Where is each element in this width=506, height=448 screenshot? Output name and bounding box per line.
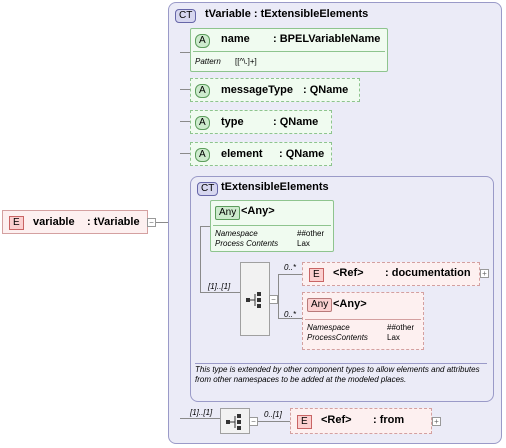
connector — [180, 418, 220, 419]
complex-type-badge: CT — [197, 182, 219, 196]
type-note: This type is extended by other component… — [195, 365, 480, 384]
attribute-name-type: : BPELVariableName — [273, 33, 381, 45]
collapse-icon[interactable]: − — [147, 218, 156, 227]
attribute-type-label: type — [221, 116, 244, 128]
sequence-compositor[interactable] — [220, 408, 250, 434]
attribute-badge: A — [195, 116, 210, 130]
sequence-cardinality: [1]..[1] — [190, 408, 213, 417]
divider — [213, 225, 331, 226]
connector — [258, 421, 290, 422]
element-documentation[interactable]: E <Ref> : documentation — [302, 262, 480, 286]
any-cardinality: 0..* — [284, 310, 297, 319]
root-element-box[interactable]: E variable : tVariable — [2, 210, 148, 234]
element-badge: E — [9, 216, 24, 230]
attribute-element-type: : QName — [279, 148, 325, 160]
connector — [278, 274, 302, 275]
element-badge: E — [297, 415, 312, 429]
complex-type-title: tVariable : tExtensibleElements — [205, 8, 369, 20]
connector — [200, 292, 240, 293]
any-badge: Any — [307, 298, 333, 312]
complex-type-badge: CT — [175, 9, 197, 23]
sequence-compositor[interactable] — [240, 262, 270, 336]
collapse-icon[interactable]: − — [249, 417, 258, 426]
namespace-value: ##other — [387, 323, 415, 332]
from-ref: <Ref> — [321, 414, 352, 426]
documentation-type: : documentation — [385, 267, 471, 279]
pattern-value: [[^\.]+] — [235, 57, 257, 66]
any-wildcard-1[interactable]: Any <Any> Namespace ##other Process Cont… — [210, 200, 334, 252]
connector — [278, 318, 302, 319]
from-type: : from — [373, 414, 405, 426]
attribute-element-label: element — [221, 148, 263, 160]
attribute-type[interactable]: A type : QName — [190, 110, 332, 134]
process-contents-label: ProcessContents — [307, 333, 368, 342]
attribute-type-type: : QName — [273, 116, 319, 128]
attribute-badge: A — [195, 84, 210, 98]
expand-icon[interactable]: + — [432, 417, 441, 426]
pattern-label: Pattern — [195, 57, 221, 66]
documentation-cardinality: 0..* — [284, 263, 297, 272]
documentation-ref: <Ref> — [333, 267, 364, 279]
attribute-badge: A — [195, 148, 210, 162]
divider — [305, 319, 421, 320]
attribute-name[interactable]: A name : BPELVariableName Pattern [[^\.]… — [190, 28, 388, 72]
process-contents-value: Lax — [297, 239, 310, 248]
connector — [180, 153, 190, 154]
any-title: <Any> — [333, 298, 367, 310]
any-title: <Any> — [241, 205, 275, 217]
attribute-name-label: name — [221, 33, 250, 45]
attribute-messagetype-label: messageType — [221, 84, 293, 96]
expand-icon[interactable]: + — [480, 269, 489, 278]
connector — [180, 89, 190, 90]
sequence-icon — [246, 292, 261, 308]
attribute-element[interactable]: A element : QName — [190, 142, 332, 166]
connector — [278, 274, 279, 318]
divider — [193, 51, 385, 52]
connector — [200, 226, 210, 227]
from-cardinality: 0..[1] — [264, 410, 282, 419]
sequence-icon — [226, 414, 241, 430]
attribute-messagetype-type: : QName — [303, 84, 349, 96]
attribute-messagetype[interactable]: A messageType : QName — [190, 78, 360, 102]
collapse-icon[interactable]: − — [269, 295, 278, 304]
process-contents-label: Process Contents — [215, 239, 279, 248]
connector — [180, 52, 190, 53]
complex-type-title: tExtensibleElements — [221, 181, 329, 193]
any-badge: Any — [215, 206, 241, 220]
root-element-type: : tVariable — [87, 216, 140, 228]
any-wildcard-2[interactable]: Any <Any> Namespace ##other ProcessConte… — [302, 292, 424, 350]
connector — [180, 121, 190, 122]
process-contents-value: Lax — [387, 333, 400, 342]
root-element-name: variable — [33, 216, 75, 228]
sequence-cardinality: [1]..[1] — [208, 282, 231, 291]
namespace-label: Namespace — [307, 323, 350, 332]
attribute-badge: A — [195, 34, 210, 48]
namespace-value: ##other — [297, 229, 325, 238]
namespace-label: Namespace — [215, 229, 258, 238]
connector — [200, 226, 201, 292]
divider — [195, 363, 487, 364]
element-badge: E — [309, 268, 324, 282]
element-from[interactable]: E <Ref> : from — [290, 408, 432, 434]
